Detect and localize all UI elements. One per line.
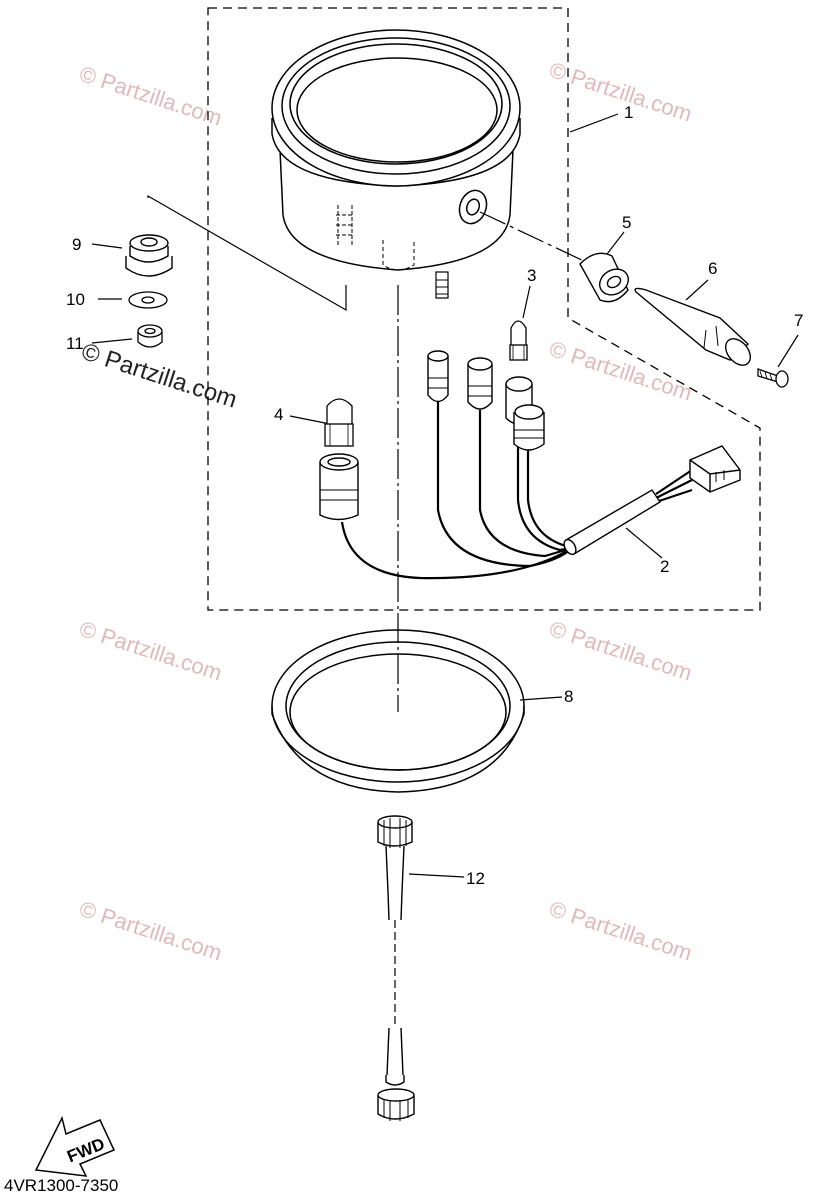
assembly-boundary <box>207 7 761 611</box>
callout-2: 2 <box>660 557 669 576</box>
ring-part-8 <box>271 629 525 793</box>
nut-part-11 <box>137 324 163 348</box>
watermark-7: © Partzilla.com <box>546 896 695 966</box>
watermark-3: © Partzilla.com <box>546 336 695 406</box>
callout-3: 3 <box>527 266 536 285</box>
callout-5: 5 <box>622 213 631 232</box>
callout-6: 6 <box>708 259 717 278</box>
fwd-arrow-icon: FWD <box>34 1115 116 1177</box>
watermark-6: © Partzilla.com <box>76 896 225 966</box>
washer-part-10 <box>128 291 168 309</box>
collar-part-5 <box>579 252 630 303</box>
screw-part-7 <box>757 368 789 388</box>
callout-1: 1 <box>624 103 633 122</box>
bulb-part-3 <box>509 320 528 361</box>
harness-parts <box>319 350 741 556</box>
callout-labels: 1 2 3 4 5 6 7 8 9 10 11 12 <box>66 103 803 888</box>
callout-7: 7 <box>794 311 803 330</box>
watermark-1: © Partzilla.com <box>76 61 225 131</box>
cable-part-12 <box>377 815 415 1121</box>
harness-wires-part-2 <box>340 402 693 580</box>
callout-11: 11 <box>66 334 84 353</box>
callout-8: 8 <box>564 687 573 706</box>
grommet-part-9 <box>125 234 173 277</box>
watermark-strong: © Partzilla.com <box>78 338 240 414</box>
meter-housing <box>271 29 521 299</box>
watermark-2: © Partzilla.com <box>546 57 695 127</box>
bulb-part-4 <box>324 398 354 447</box>
callout-10: 10 <box>66 290 85 309</box>
diagram-reference-code: 4VR1300-7350 <box>4 1176 119 1195</box>
sleeve-part-6 <box>634 287 752 366</box>
callout-12: 12 <box>466 869 485 888</box>
callout-9: 9 <box>72 235 81 254</box>
watermark-4: © Partzilla.com <box>76 616 225 686</box>
watermark-5: © Partzilla.com <box>546 616 695 686</box>
callout-4: 4 <box>274 405 283 424</box>
